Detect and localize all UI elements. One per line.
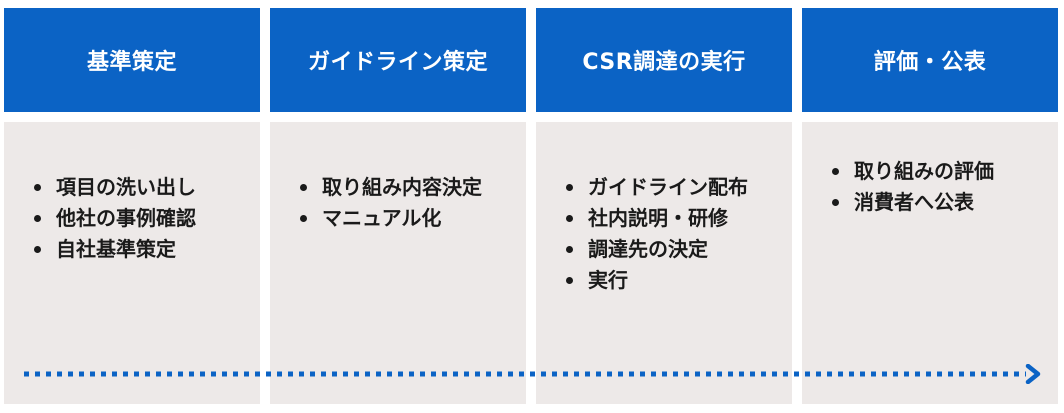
list-item: ガイドライン配布 <box>564 172 748 203</box>
list-item-text: 自社基準策定 <box>56 237 176 261</box>
list-item-text: ガイドライン配布 <box>588 175 748 199</box>
step-panel-3: ガイドライン配布 社内説明・研修 調達先の決定 実行 <box>536 122 792 404</box>
step-column-1: 基準策定 項目の洗い出し 他社の事例確認 自社基準策定 <box>4 8 260 404</box>
list-item-text: 実行 <box>588 268 628 292</box>
step-title-3: CSR調達の実行 <box>582 50 746 75</box>
list-item-text: 取り組みの評価 <box>854 159 994 183</box>
step-title-1: 基準策定 <box>86 50 177 75</box>
bullet-icon <box>566 246 573 253</box>
list-item: 消費者へ公表 <box>830 187 994 218</box>
list-item: 他社の事例確認 <box>32 203 196 234</box>
step-title-4: 評価・公表 <box>873 50 987 75</box>
bullet-icon <box>566 184 573 191</box>
step-column-3: CSR調達の実行 ガイドライン配布 社内説明・研修 調達先の決定 実行 <box>536 8 792 404</box>
list-item: 取り組みの評価 <box>830 156 994 187</box>
bullet-icon <box>566 277 573 284</box>
step-header-3: CSR調達の実行 <box>536 8 792 112</box>
list-item-text: マニュアル化 <box>322 206 442 230</box>
step-panel-4: 取り組みの評価 消費者へ公表 <box>802 122 1058 404</box>
step-list-2: 取り組み内容決定 マニュアル化 <box>298 172 482 234</box>
bullet-icon <box>832 168 839 175</box>
list-item-text: 項目の洗い出し <box>56 175 196 199</box>
step-column-4: 評価・公表 取り組みの評価 消費者へ公表 <box>802 8 1058 404</box>
bullet-icon <box>832 199 839 206</box>
list-item-text: 社内説明・研修 <box>588 206 728 230</box>
list-item: 自社基準策定 <box>32 234 196 265</box>
step-header-2: ガイドライン策定 <box>270 8 526 112</box>
step-panel-2: 取り組み内容決定 マニュアル化 <box>270 122 526 404</box>
bullet-icon <box>34 184 41 191</box>
bullet-icon <box>34 215 41 222</box>
bullet-icon <box>300 184 307 191</box>
step-panel-1: 項目の洗い出し 他社の事例確認 自社基準策定 <box>4 122 260 404</box>
list-item-text: 消費者へ公表 <box>854 190 974 214</box>
step-header-1: 基準策定 <box>4 8 260 112</box>
list-item-text: 他社の事例確認 <box>56 206 196 230</box>
flow-arrow-icon <box>24 364 1041 384</box>
list-item: 社内説明・研修 <box>564 203 748 234</box>
list-item: 実行 <box>564 265 748 296</box>
bullet-icon <box>300 215 307 222</box>
arrow-head-icon <box>1025 364 1041 384</box>
list-item: 取り組み内容決定 <box>298 172 482 203</box>
bullet-icon <box>566 215 573 222</box>
list-item: マニュアル化 <box>298 203 482 234</box>
step-list-4: 取り組みの評価 消費者へ公表 <box>830 156 994 218</box>
step-title-2: ガイドライン策定 <box>307 50 488 75</box>
list-item-text: 調達先の決定 <box>588 237 708 261</box>
step-list-1: 項目の洗い出し 他社の事例確認 自社基準策定 <box>32 172 196 265</box>
list-item-text: 取り組み内容決定 <box>322 175 482 199</box>
step-header-4: 評価・公表 <box>802 8 1058 112</box>
list-item: 調達先の決定 <box>564 234 748 265</box>
bullet-icon <box>34 246 41 253</box>
step-column-2: ガイドライン策定 取り組み内容決定 マニュアル化 <box>270 8 526 404</box>
list-item: 項目の洗い出し <box>32 172 196 203</box>
step-list-3: ガイドライン配布 社内説明・研修 調達先の決定 実行 <box>564 172 748 296</box>
